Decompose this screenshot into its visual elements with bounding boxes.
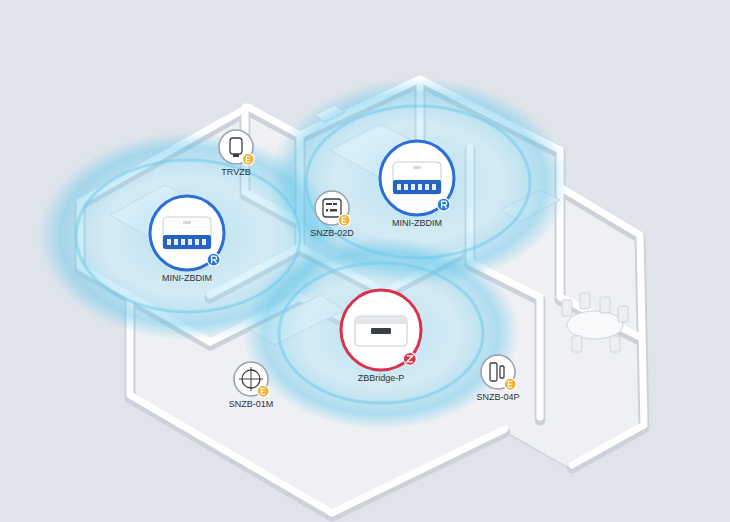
device-node: ZBBridge-P: [331, 280, 431, 384]
device-node: SNZB-01M: [224, 352, 278, 410]
device-label: SNZB-01M: [224, 399, 278, 410]
device-node: SNZB-04P: [471, 345, 525, 403]
device-icon: [370, 131, 464, 225]
device-label: SNZB-04P: [471, 392, 525, 403]
device-icon: [331, 280, 431, 380]
device-label: ZBBridge-P: [331, 373, 431, 384]
device-icon: [224, 352, 278, 406]
device-node: SNZB-02D: [305, 181, 359, 239]
device-node: TRVZB: [209, 120, 263, 178]
device-label: MINI-ZBDIM: [370, 218, 464, 229]
device-label: TRVZB: [209, 167, 263, 178]
device-label: SNZB-02D: [305, 228, 359, 239]
device-label: MINI-ZBDIM: [140, 273, 234, 284]
device-node: MINI-ZBDIM: [370, 131, 464, 229]
device-icon: [209, 120, 263, 174]
device-icon: [471, 345, 525, 399]
device-node: MINI-ZBDIM: [140, 186, 234, 284]
device-icon: [305, 181, 359, 235]
device-icon: [140, 186, 234, 280]
